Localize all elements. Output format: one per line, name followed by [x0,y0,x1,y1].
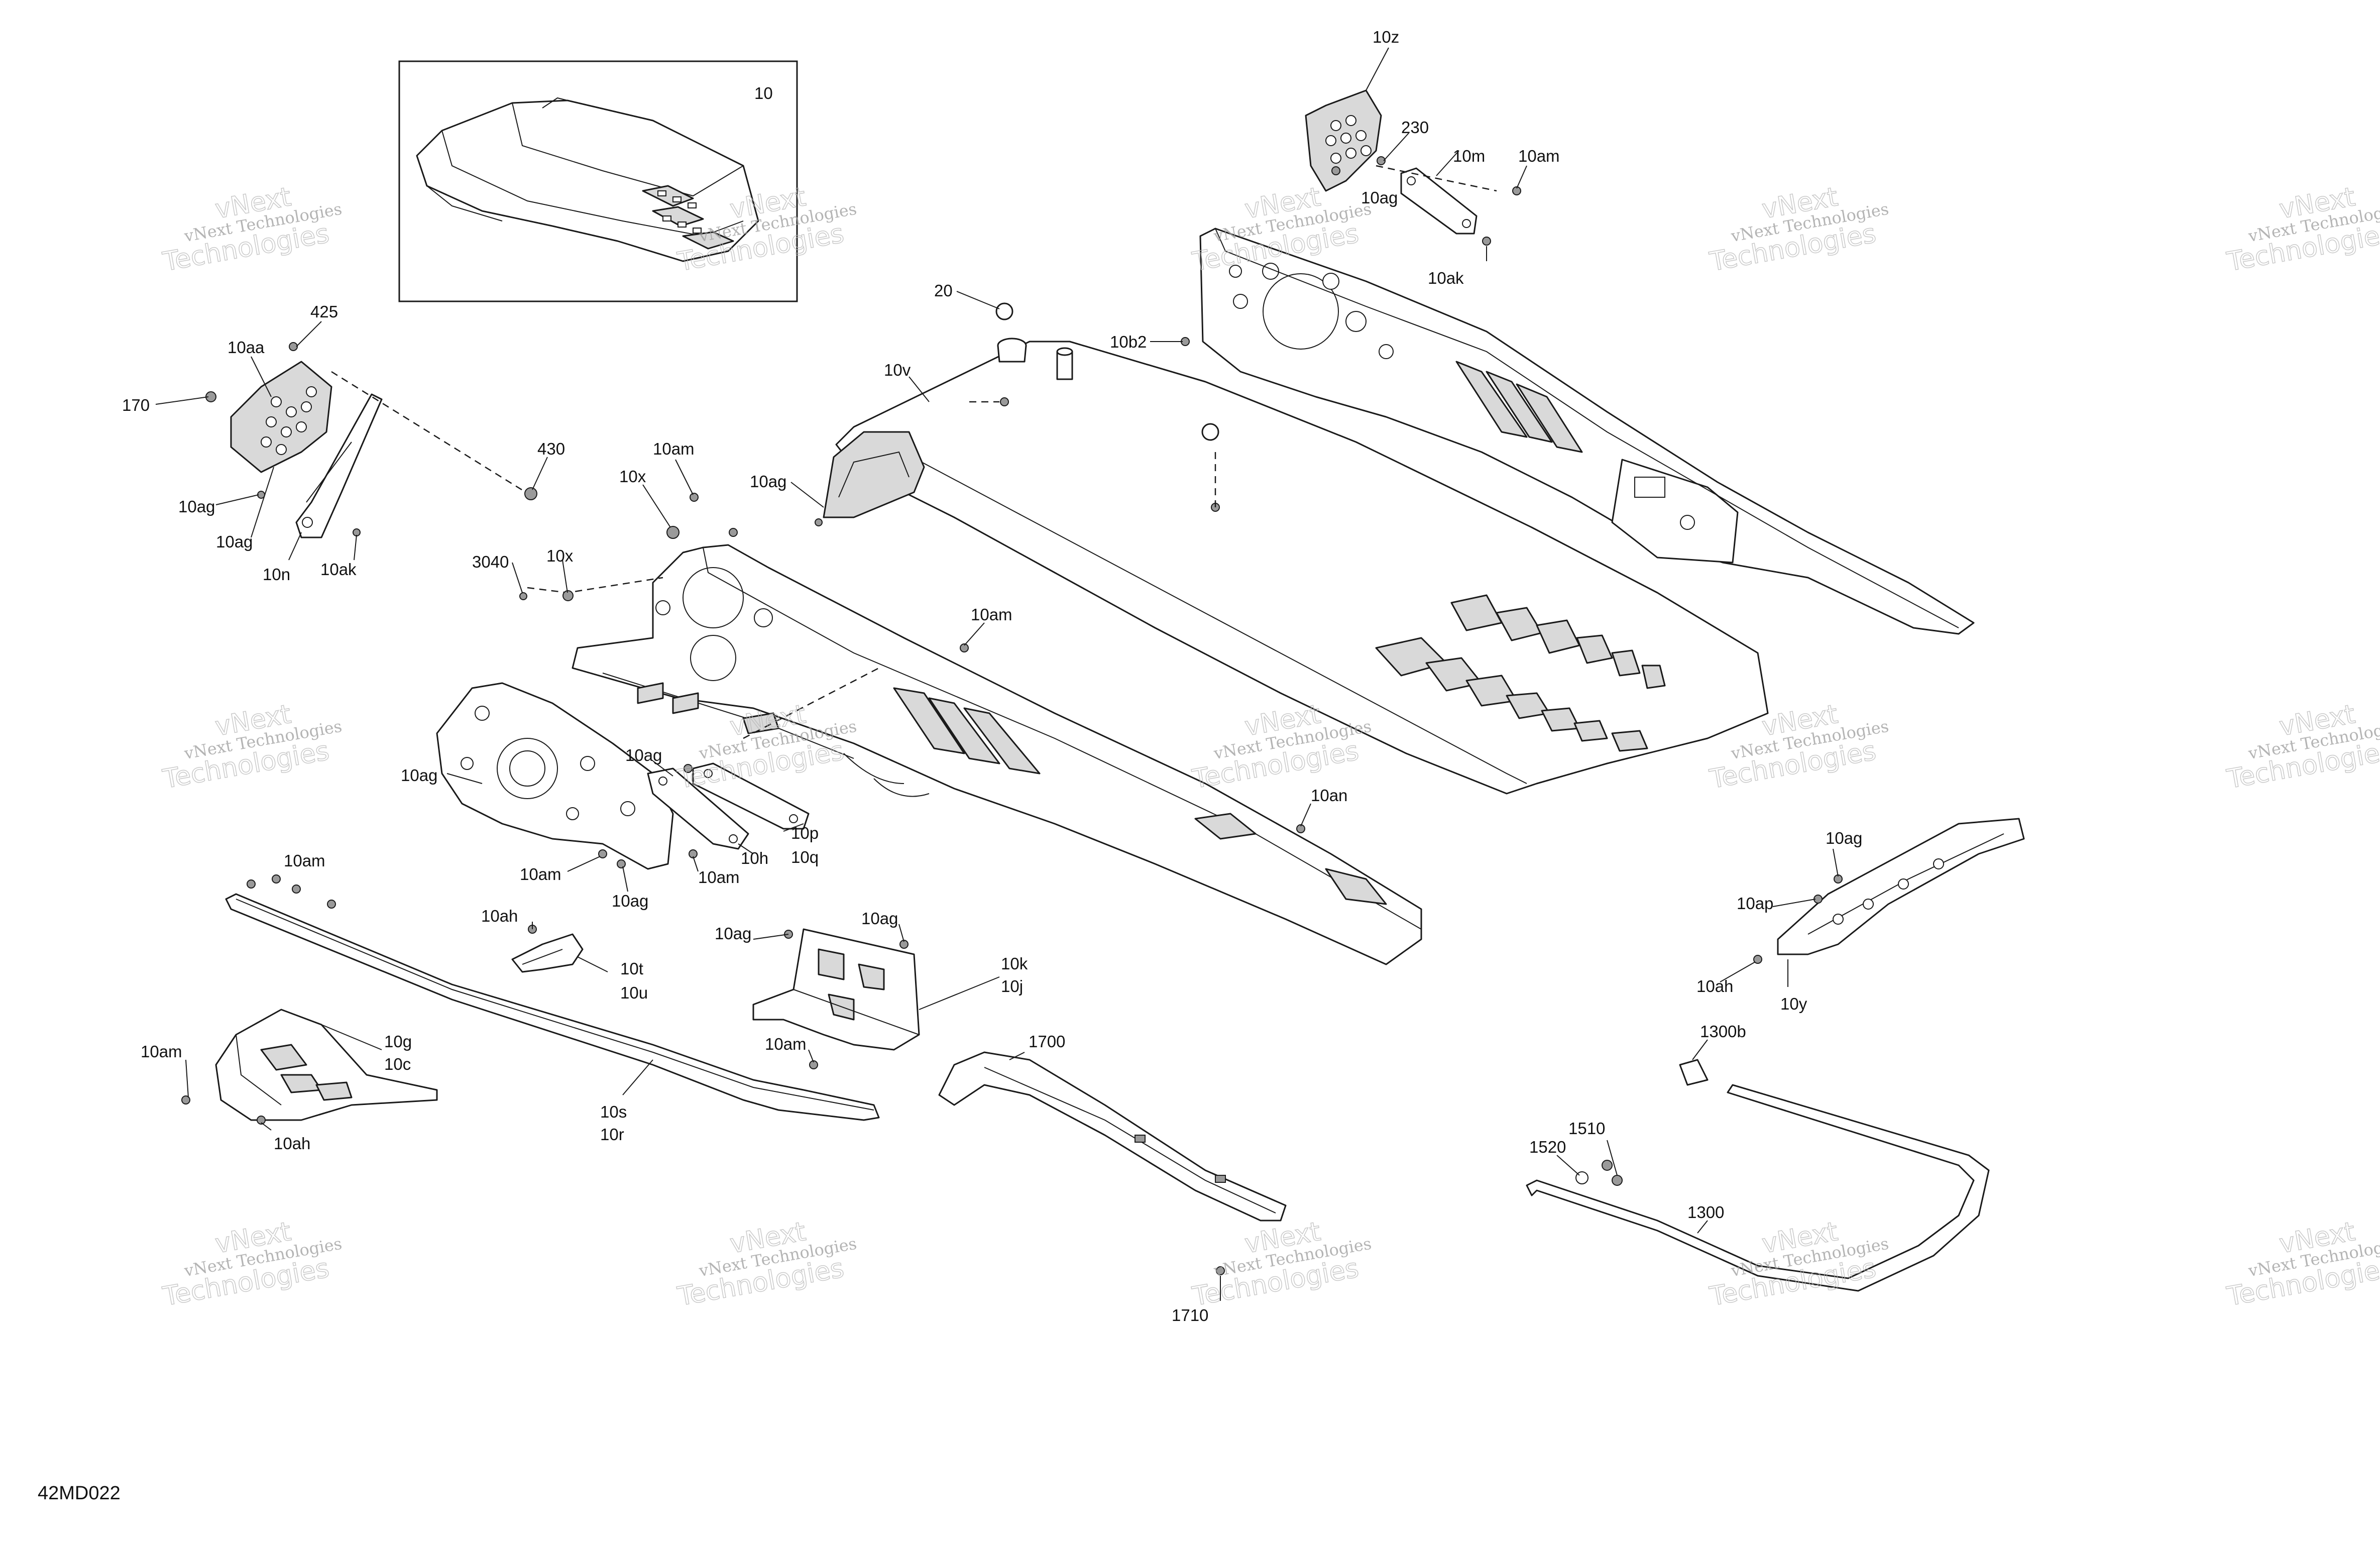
left-tunnel-side-panel [572,544,1422,965]
right-tunnel-side-panel [1199,228,1975,635]
callout-10c: 10c [384,1055,411,1073]
figure-id: 42MD022 [38,1483,121,1504]
callout-170: 170 [122,396,150,414]
callout-10am: 10am [971,605,1012,624]
bracket-10n [295,393,383,538]
callout-10an: 10an [1311,786,1347,805]
callout-1300: 1300 [1687,1203,1724,1222]
callout-10z: 10z [1373,28,1399,46]
grab-handle-1700 [938,1051,1287,1222]
inner-drive-plate [436,682,674,870]
callout-10ag: 10ag [715,924,751,943]
callout-10r: 10r [600,1125,624,1144]
leader-lines [155,47,1839,1301]
inset-assembly-box: 10 [398,60,798,302]
bracket-10aa [230,361,332,473]
callout-10m: 10m [1453,147,1485,165]
callout-10am: 10am [141,1042,182,1061]
callout-10am: 10am [284,851,325,870]
callout-10ag: 10ag [401,766,437,785]
callout-10q: 10q [791,848,819,866]
callout-10ag: 10ag [178,497,215,516]
callout-1700: 1700 [1029,1032,1065,1051]
callout-230: 230 [1401,118,1429,137]
callout-10ak: 10ak [1428,269,1464,287]
callout-10ag: 10ag [216,532,253,551]
skid-10g [215,1009,438,1121]
callout-10h: 10h [741,849,768,867]
callout-10ag: 10ag [625,746,662,764]
callout-10y: 10y [1780,995,1807,1013]
callout-1300b: 1300b [1700,1022,1746,1041]
inset-label: 10 [754,84,773,102]
callout-10v: 10v [884,361,911,379]
callout-430: 430 [537,439,565,458]
callout-10p: 10p [791,824,819,842]
callout-10ak: 10ak [320,560,357,579]
callout-10u: 10u [620,983,648,1002]
callout-1710: 1710 [1172,1306,1208,1324]
tunnel-top-plate [823,338,1769,795]
callout-10ah: 10ah [1696,977,1733,996]
callout-10am: 10am [520,865,561,884]
callout-10ah: 10ah [481,907,518,925]
callout-10am: 10am [653,439,695,458]
callout-10aa: 10aa [228,338,265,357]
bracket-10y [1777,818,2025,955]
callout-10s: 10s [600,1102,627,1121]
callout-10x: 10x [546,546,574,565]
callout-10n: 10n [263,565,290,584]
callout-20: 20 [934,281,953,300]
bracket-10p [692,762,810,830]
bracket-10z [1305,89,1382,192]
callout-10ap: 10ap [1737,894,1773,913]
callout-425: 425 [310,302,338,321]
callout-10ag: 10ag [750,472,786,491]
callout-1510: 1510 [1568,1119,1605,1138]
callout-10b2: 10b2 [1110,333,1147,351]
callout-10g: 10g [384,1032,412,1051]
callout-10am: 10am [698,868,740,887]
inset-tunnel-drawing [416,97,759,262]
callout-10ah: 10ah [274,1134,310,1153]
callout-10am: 10am [765,1035,807,1053]
callout-10x: 10x [619,467,646,486]
callout-10am: 10am [1518,147,1560,165]
callout-10k: 10k [1001,954,1028,973]
callout-10ag: 10ag [1361,188,1398,207]
callout-10j: 10j [1001,977,1023,996]
bracket-10m [1400,167,1478,235]
callout-10ag: 10ag [1826,829,1862,847]
bracket-10k [752,928,920,1051]
callout-10ag: 10ag [612,892,648,910]
bumper-1300 [1526,1059,1990,1292]
callout-3040: 3040 [472,553,509,571]
bracket-10h [647,767,749,850]
callout-labels: 10z 230 10m 10am 10ag 10ak 20 10b2 10v 1… [122,28,1862,1324]
rail-10s [225,893,880,1121]
callout-10ag: 10ag [861,909,898,928]
bracket-10t [511,933,584,973]
callout-1520: 1520 [1529,1138,1566,1156]
callout-10t: 10t [620,959,643,978]
